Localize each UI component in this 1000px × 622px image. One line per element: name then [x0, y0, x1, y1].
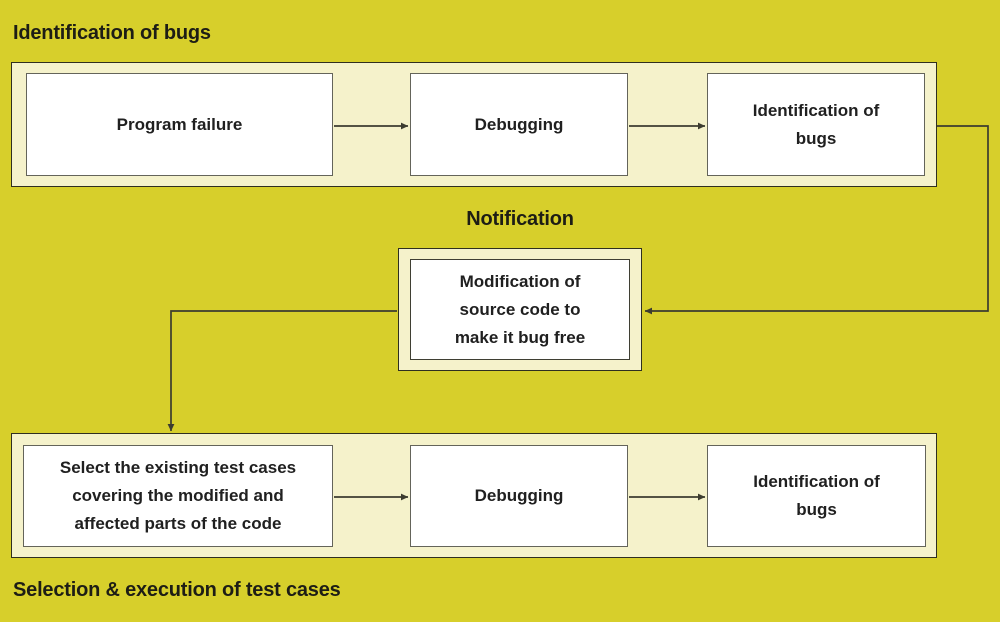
node-identification-of-bugs-top: Identification of bugs — [707, 73, 925, 176]
node-debugging-top: Debugging — [410, 73, 628, 176]
notification-title: Notification — [466, 208, 574, 230]
connector-modification-to-selection-band — [167, 310, 397, 432]
top-section-title: Identification of bugs — [13, 22, 211, 44]
bottom-section-title: Selection & execution of test cases — [13, 579, 341, 601]
node-identification-of-bugs-bottom: Identification of bugs — [707, 445, 926, 547]
node-select-existing-test-cases: Select the existing test cases covering … — [23, 445, 333, 547]
node-debugging-bottom: Debugging — [410, 445, 628, 547]
node-modification-of-source-code: Modification of source code to make it b… — [410, 259, 630, 360]
node-program-failure: Program failure — [26, 73, 333, 176]
